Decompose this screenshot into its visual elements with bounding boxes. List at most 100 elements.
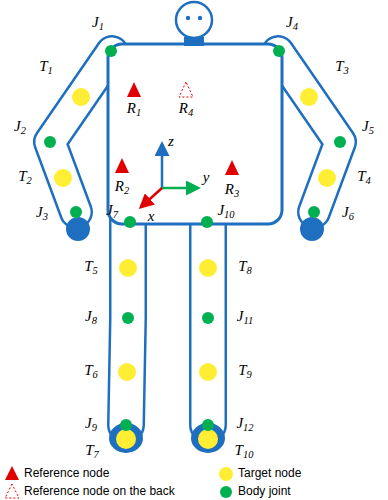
label-letter: R <box>127 100 136 116</box>
label-index: 10 <box>224 209 235 220</box>
body-joints <box>44 45 346 431</box>
point-label: J10 <box>217 203 234 220</box>
point-label: J12 <box>236 416 253 433</box>
point-label: T6 <box>84 363 98 380</box>
label-index: 5 <box>369 125 374 136</box>
point-label: x <box>148 209 155 224</box>
head <box>176 2 212 38</box>
hand <box>66 217 90 241</box>
point-label: J2 <box>14 119 26 136</box>
point-label: J7 <box>106 203 118 220</box>
label-index: 3 <box>344 65 349 76</box>
point-label: T10 <box>235 443 254 460</box>
reference-node-back <box>179 82 193 97</box>
label-index: 9 <box>247 369 252 380</box>
torso <box>108 44 282 224</box>
point-label: T7 <box>85 443 99 460</box>
legend-text: Reference node <box>24 467 109 480</box>
point-label: z <box>168 134 174 149</box>
label-index: 6 <box>349 211 354 222</box>
point-label: T9 <box>238 363 252 380</box>
point-label: R4 <box>179 101 193 118</box>
label-index: 7 <box>113 209 118 220</box>
label-index: 1 <box>99 21 104 32</box>
label-index: 10 <box>243 449 254 460</box>
label-index: 4 <box>366 175 371 186</box>
label-letter: T <box>84 362 92 378</box>
point-label: J3 <box>36 205 48 222</box>
x-axis <box>141 188 162 207</box>
eye <box>198 16 202 20</box>
point-label: J11 <box>237 309 253 326</box>
label-index: 1 <box>48 65 53 76</box>
label-letter: J <box>237 308 244 324</box>
label-letter: R <box>115 178 124 194</box>
label-letter: J <box>342 204 349 220</box>
label-index: 3 <box>234 188 239 199</box>
target-nodes <box>54 88 336 449</box>
label-letter: J <box>36 204 43 220</box>
legend-text: Reference node on the back <box>24 485 175 498</box>
point-label: T8 <box>238 259 252 276</box>
label-index: 8 <box>247 265 252 276</box>
label-index: 9 <box>92 422 97 433</box>
point-label: T1 <box>39 59 53 76</box>
label-index: 11 <box>243 315 253 326</box>
label-letter: T <box>18 168 26 184</box>
label-letter: x <box>148 208 155 224</box>
point-label: T5 <box>84 259 98 276</box>
label-letter: R <box>179 100 188 116</box>
label-letter: J <box>92 14 99 30</box>
legend-sample <box>5 484 19 498</box>
label-index: 1 <box>136 107 141 118</box>
label-letter: J <box>286 14 293 30</box>
hand <box>300 217 324 241</box>
legend-text: Body joint <box>238 485 291 498</box>
label-letter: T <box>357 168 365 184</box>
label-letter: T <box>238 362 246 378</box>
label-letter: T <box>235 442 243 458</box>
label-letter: J <box>217 202 224 218</box>
point-label: J9 <box>85 416 97 433</box>
label-index: 3 <box>43 211 48 222</box>
label-letter: J <box>362 118 369 134</box>
label-letter: J <box>85 415 92 431</box>
point-label: T3 <box>335 59 349 76</box>
point-label: R1 <box>127 101 141 118</box>
label-letter: R <box>225 181 234 197</box>
label-letter: T <box>85 442 93 458</box>
z-axis <box>161 144 164 188</box>
y-axis <box>162 187 198 190</box>
label-index: 4 <box>293 21 298 32</box>
point-label: J1 <box>92 15 104 32</box>
label-letter: J <box>85 308 92 324</box>
label-index: 5 <box>93 265 98 276</box>
label-index: 2 <box>124 185 129 196</box>
label-index: 6 <box>93 369 98 380</box>
eye <box>186 16 190 20</box>
point-label: J5 <box>362 119 374 136</box>
label-letter: z <box>168 133 174 149</box>
legend-sample <box>220 486 232 498</box>
reference-node <box>115 158 129 173</box>
label-letter: y <box>203 169 210 185</box>
reference-node <box>127 82 141 97</box>
label-letter: T <box>39 58 47 74</box>
legend-sample <box>5 466 19 480</box>
label-letter: T <box>84 258 92 274</box>
reference-node <box>225 160 239 175</box>
point-label: R2 <box>115 179 129 196</box>
point-label: T2 <box>18 169 32 186</box>
point-label: y <box>203 170 210 185</box>
label-index: 2 <box>21 125 26 136</box>
label-index: 8 <box>92 315 97 326</box>
leg-outline <box>126 212 208 425</box>
label-letter: J <box>236 415 243 431</box>
point-label: T4 <box>357 169 371 186</box>
label-letter: J <box>14 118 21 134</box>
point-label: J4 <box>286 15 298 32</box>
label-index: 12 <box>243 422 254 433</box>
label-letter: T <box>238 258 246 274</box>
